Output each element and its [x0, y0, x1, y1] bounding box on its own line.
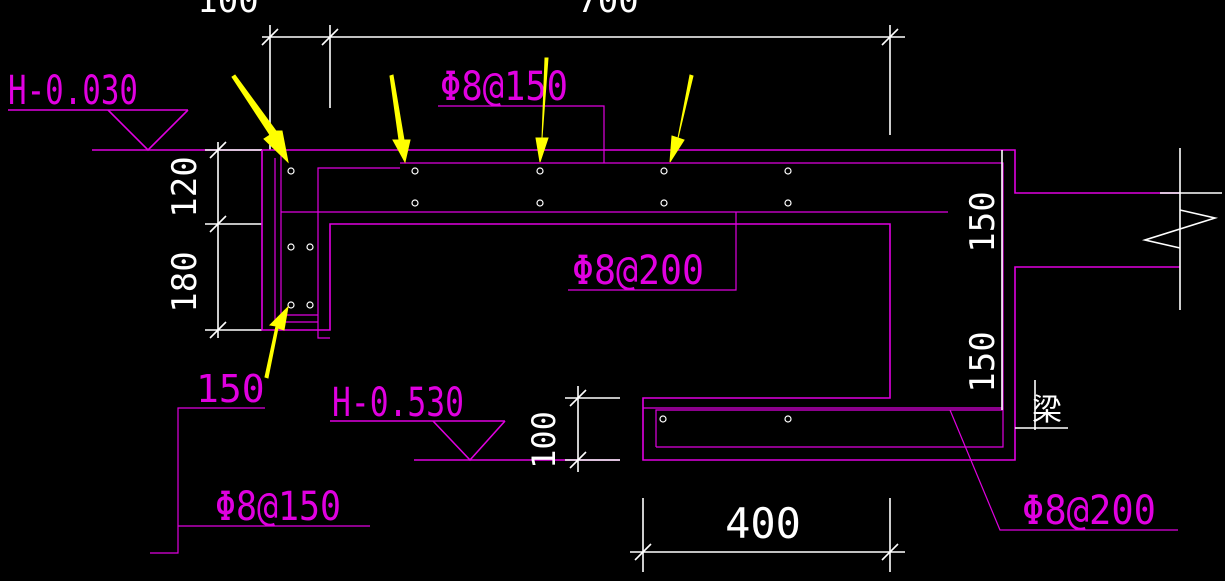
bottom-right-leader: Φ8@200 [949, 409, 1178, 534]
arrows [231, 57, 694, 379]
arrow-icon [535, 57, 549, 163]
top-dimension: 100 700 [197, 0, 905, 150]
dim-top-left: 100 [197, 0, 258, 21]
dim-150-right-lower: 150 [963, 331, 1003, 392]
dim-150-wall: 150 [196, 367, 265, 411]
elevation-marker-lower: H-0.530 [330, 380, 620, 462]
dim-180: 180 [165, 251, 205, 312]
elevation-lower-label: H-0.530 [332, 380, 464, 426]
bottom-dimension: 400 [630, 498, 905, 572]
right-details: 150 150 梁 [963, 148, 1222, 430]
slab-outline [261, 149, 1180, 461]
rebar [274, 105, 1004, 448]
arrow-icon [231, 74, 289, 164]
rebar-label-bottom-right: Φ8@200 [1022, 488, 1156, 534]
rebar-label-top: Φ8@150 [440, 64, 568, 110]
dim-400: 400 [725, 499, 801, 548]
dim-top-right: 700 [577, 0, 638, 21]
arrow-icon [389, 74, 411, 164]
beam-label: 梁 [1032, 393, 1062, 428]
dim-120: 120 [165, 156, 205, 217]
elevation-marker-upper: H-0.030 [8, 68, 262, 152]
rebar-dots [287, 167, 792, 423]
rebar-label-middle: Φ8@200 [572, 248, 704, 294]
dim-150-right-upper: 150 [963, 191, 1003, 252]
rebar-label-bottom-left: Φ8@150 [215, 484, 341, 530]
left-vertical-dimension: 120 180 [165, 141, 262, 339]
ledge-dimension: 100 [525, 386, 620, 472]
elevation-upper-label: H-0.030 [8, 68, 138, 114]
dim-100: 100 [525, 411, 563, 469]
left-bottom-labels: 150 Φ8@150 [150, 367, 370, 554]
arrow-icon [264, 305, 289, 379]
arrow-icon [669, 74, 694, 163]
